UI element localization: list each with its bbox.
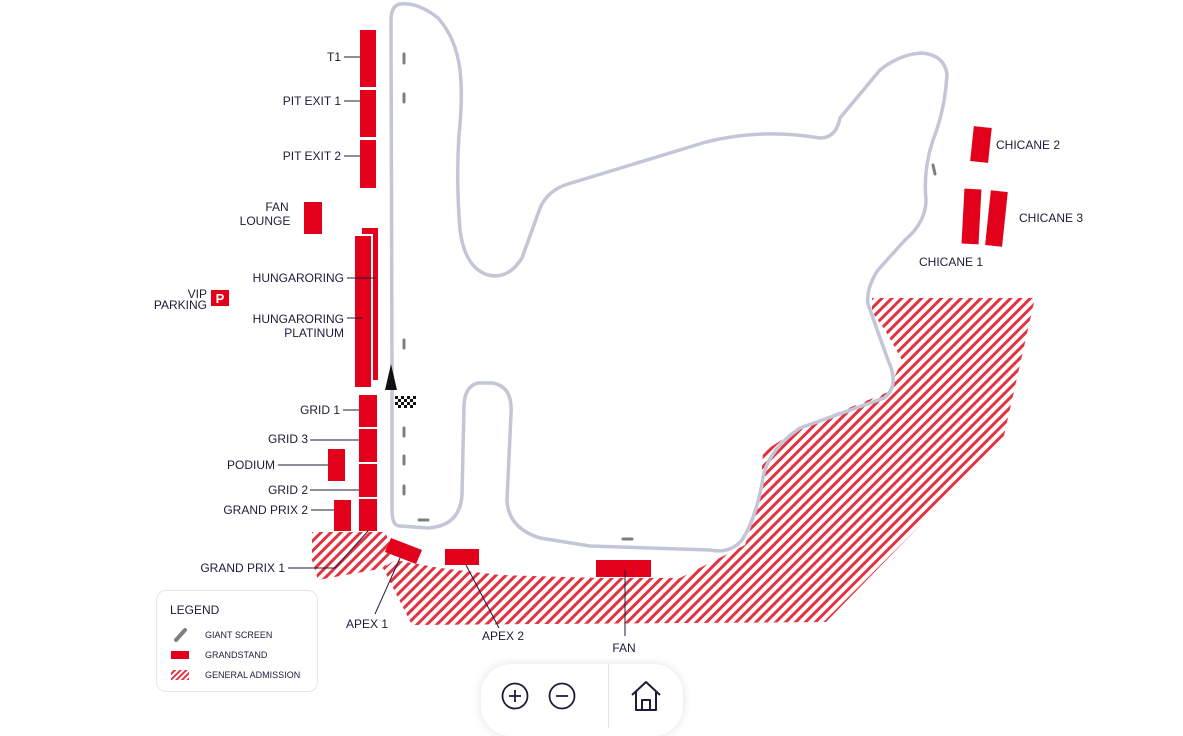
grandstand-chicane-3[interactable] [985, 190, 1008, 247]
grandstand-fan-lounge[interactable] [304, 202, 322, 234]
home-icon [631, 681, 661, 711]
legend-item-general-admission: GENERAL ADMISSION [170, 665, 305, 685]
label-pit-exit-1: PIT EXIT 1 [283, 94, 342, 108]
label-chicane-2: CHICANE 2 [996, 138, 1060, 152]
label-grand-prix-1: GRAND PRIX 1 [200, 561, 285, 575]
parking-symbol: P [216, 291, 225, 306]
legend-label-giant-screen: GIANT SCREEN [205, 630, 273, 640]
legend-label-general-admission: GENERAL ADMISSION [205, 670, 301, 680]
label-hungaroring-platinum-line2: PLATINUM [284, 326, 344, 340]
label-fan-lounge-line1: FAN [265, 200, 288, 214]
map-controls [481, 664, 683, 736]
grandstand-pit-exit-2[interactable] [360, 140, 376, 188]
grandstand-grid-1[interactable] [359, 395, 377, 427]
label-vip-parking-line2: PARKING [154, 298, 207, 312]
legend-label-grandstand: GRANDSTAND [205, 650, 268, 660]
grandstand-t1[interactable] [360, 30, 376, 87]
grandstand-grand-prix-1[interactable] [359, 499, 377, 531]
general-admission-area-left[interactable] [312, 532, 392, 580]
legend-item-grandstand: GRANDSTAND [170, 645, 305, 665]
label-pit-exit-2: PIT EXIT 2 [283, 149, 342, 163]
home-button[interactable] [607, 664, 683, 728]
plus-circle-icon [501, 682, 529, 710]
race-track [389, 2, 949, 553]
legend-item-giant-screen: GIANT SCREEN [170, 625, 305, 645]
minus-circle-icon [548, 682, 576, 710]
label-hungaroring: HUNGARORING [253, 271, 344, 285]
label-grand-prix-2: GRAND PRIX 2 [223, 503, 308, 517]
zoom-out-button[interactable] [538, 664, 585, 728]
legend-panel: LEGEND GIANT SCREEN GRANDSTAND GENERAL A… [156, 590, 318, 692]
legend-title: LEGEND [170, 603, 220, 617]
grandstand-hungaroring[interactable] [353, 234, 373, 389]
label-podium: PODIUM [227, 458, 275, 472]
label-fan-lounge-line2: LOUNGE [240, 214, 291, 228]
vip-parking-icon[interactable] [211, 290, 229, 306]
label-grid-1: GRID 1 [300, 403, 340, 417]
label-grid-3: GRID 3 [268, 432, 308, 446]
grandstand-pit-exit-1[interactable] [360, 90, 376, 137]
grandstand-fan[interactable] [596, 560, 651, 577]
label-apex-1: APEX 1 [346, 617, 388, 631]
giant-screens [402, 52, 937, 541]
grandstand-grid-2[interactable] [359, 464, 377, 497]
label-t1: T1 [327, 50, 341, 64]
chequered-flag-icon [395, 396, 416, 408]
grandstand-apex-2[interactable] [445, 549, 479, 565]
label-hungaroring-platinum-line1: HUNGARORING [253, 312, 344, 326]
grandstand-icon [171, 651, 189, 659]
grandstand-grand-prix-2[interactable] [334, 500, 351, 531]
label-fan: FAN [612, 641, 635, 655]
leader-lines [278, 56, 626, 636]
start-direction-arrow-icon [385, 364, 397, 390]
grandstand-chicane-2[interactable] [970, 126, 992, 163]
label-chicane-3: CHICANE 3 [1019, 211, 1083, 225]
label-apex-2: APEX 2 [482, 629, 524, 643]
grandstand-apex-1[interactable] [385, 538, 422, 564]
giant-screen-icon [174, 628, 187, 642]
label-vip-parking-line1: VIP [188, 287, 207, 301]
zoom-in-button[interactable] [491, 664, 538, 728]
giant-screen-9 [931, 163, 937, 176]
grandstand-grid-3[interactable] [359, 429, 377, 462]
grandstand-chicane-1[interactable] [961, 188, 982, 245]
label-chicane-1: CHICANE 1 [919, 255, 983, 269]
general-admission-area-main[interactable] [383, 298, 1035, 625]
general-admission-icon [171, 670, 189, 680]
grandstand-podium[interactable] [328, 449, 345, 481]
label-grid-2: GRID 2 [268, 483, 308, 497]
